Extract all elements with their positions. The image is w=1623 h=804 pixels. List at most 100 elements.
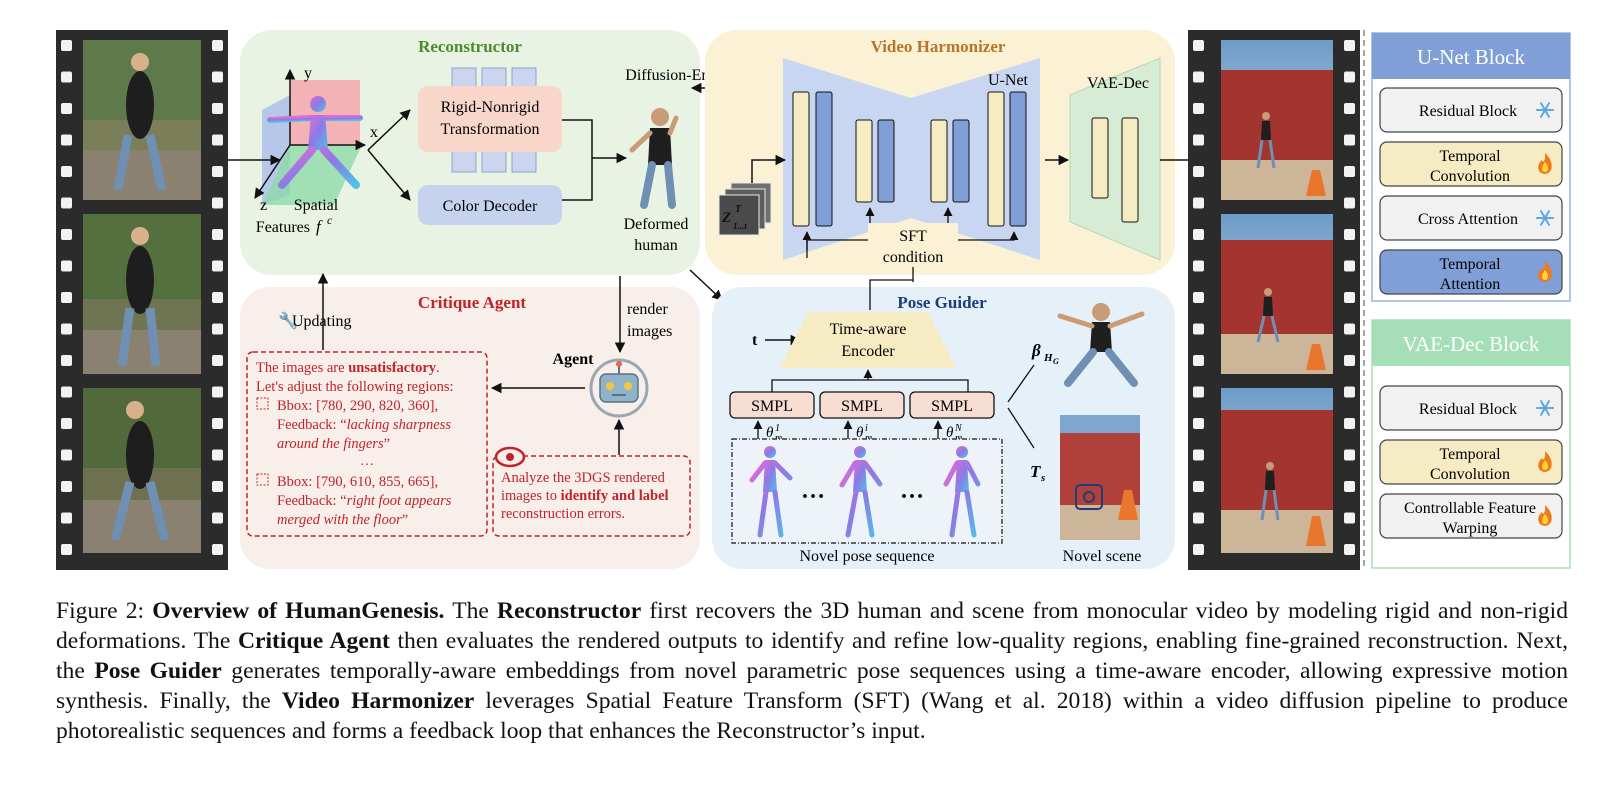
film-hole [212, 229, 223, 240]
film-hole [212, 544, 223, 555]
film-hole [1193, 418, 1204, 429]
flame-icon [1538, 451, 1552, 472]
input-frame [83, 40, 201, 200]
film-hole [61, 323, 72, 335]
shape-human [1057, 303, 1145, 387]
camera-icon [1075, 484, 1103, 510]
film-hole [212, 355, 223, 366]
film-hole [212, 166, 223, 177]
input-frame [83, 388, 201, 553]
svg-text:T: T [735, 204, 742, 215]
rigid-nonrigid-block: Rigid-Nonrigid Transformation [418, 86, 562, 152]
snowflake-icon [1536, 102, 1554, 118]
output-frame [1221, 214, 1333, 374]
output-frame [1221, 40, 1333, 200]
film-hole [1344, 386, 1355, 398]
novel-scene-label: Novel scene [1063, 548, 1142, 565]
svg-text:SMPL: SMPL [751, 398, 793, 415]
svg-text:Encoder: Encoder [841, 343, 895, 360]
film-hole [1193, 260, 1204, 272]
film-hole [212, 71, 223, 83]
film-hole [61, 386, 72, 398]
spatial-features-symbol: f [316, 217, 323, 236]
film-hole [61, 544, 72, 555]
film-hole [212, 292, 223, 303]
spatial-features-label-1: Spatial [294, 197, 339, 214]
mesh-human [267, 96, 363, 189]
theta-symbol: θ [946, 425, 954, 441]
film-hole [1193, 544, 1204, 555]
svg-text:N: N [954, 423, 963, 434]
film-hole [1344, 292, 1355, 303]
axis-y-label: y [304, 65, 312, 82]
video-harmonizer-title: Video Harmonizer [871, 37, 1006, 56]
film-hole [1344, 197, 1355, 209]
deformed-human-label-2: human [634, 237, 678, 254]
film-hole [61, 197, 72, 209]
spatial-features-label-2: Features [256, 219, 310, 236]
sft-label-2: condition [883, 249, 943, 266]
film-hole [1193, 481, 1204, 492]
svg-text:Temporal: Temporal [1439, 256, 1501, 273]
svg-text:Time-aware: Time-aware [830, 321, 907, 338]
axis-z-label: z [260, 197, 267, 214]
film-hole [1193, 449, 1204, 461]
film-hole [1193, 386, 1204, 398]
film-hole [212, 449, 223, 461]
svg-text:SMPL: SMPL [841, 398, 883, 415]
film-hole [1344, 103, 1355, 114]
reconstructor-panel: Reconstructor y x z Spatial Features f c [240, 30, 700, 275]
caption-label: Figure 2: [56, 598, 153, 624]
film-hole [212, 418, 223, 429]
film-hole [1193, 292, 1204, 303]
output-film-strip [1188, 30, 1360, 570]
flame-icon [1538, 261, 1552, 282]
film-hole [1344, 355, 1355, 366]
film-hole [1344, 449, 1355, 461]
film-hole [1193, 134, 1204, 146]
unet-label: U-Net [988, 72, 1029, 89]
critique-agent-panel: Critique Agent 🔧 Updating The images are… [240, 272, 700, 569]
spatial-features-sup: c [327, 213, 333, 227]
snowflake-icon [1536, 210, 1554, 226]
film-hole [212, 197, 223, 209]
svg-text:…: … [900, 478, 924, 504]
time-aware-encoder: Time-aware Encoder [780, 312, 956, 368]
pose-figure [839, 446, 883, 538]
svg-text:m: m [865, 433, 872, 444]
svg-text:Residual Block: Residual Block [1419, 103, 1517, 120]
svg-text:Transformation: Transformation [441, 121, 540, 138]
film-hole [1344, 481, 1355, 492]
svg-text:Controllable Feature: Controllable Feature [1404, 500, 1536, 517]
novel-scene-image [1060, 415, 1140, 540]
film-hole [1193, 512, 1204, 524]
film-hole [1344, 166, 1355, 177]
svg-text:The images are unsatisfactory.: The images are unsatisfactory. [256, 360, 440, 376]
film-hole [1193, 323, 1204, 335]
film-hole [61, 229, 72, 240]
svg-text:Feedback: “lacking sharpness: Feedback: “lacking sharpness [277, 417, 451, 433]
svg-text:Convolution: Convolution [1430, 168, 1510, 185]
vae-block-title: VAE-Dec Block [1403, 332, 1540, 356]
unet-block-legend: U-Net Block Residual BlockTemporalConvol… [1371, 32, 1571, 302]
svg-text:Rigid-Nonrigid: Rigid-Nonrigid [441, 99, 540, 116]
svg-text:s: s [1040, 472, 1045, 484]
film-hole [61, 166, 72, 177]
novel-pose-sequence-label: Novel pose sequence [799, 548, 934, 565]
ts-symbol: T [1030, 462, 1041, 481]
film-hole [61, 103, 72, 114]
film-hole [1193, 166, 1204, 177]
svg-text:Z: Z [721, 210, 731, 226]
svg-text:merged with the floor”: merged with the floor” [277, 512, 408, 528]
svg-text:Temporal: Temporal [1439, 446, 1501, 463]
film-hole [1344, 40, 1355, 51]
svg-text:…: … [360, 454, 374, 469]
updating-label: Updating [292, 313, 352, 330]
svg-text:around the fingers”: around the fingers” [277, 436, 390, 452]
flame-icon [1538, 505, 1552, 526]
render-label-1: render [627, 301, 669, 318]
deformed-human-label-1: Deformed [624, 216, 689, 233]
